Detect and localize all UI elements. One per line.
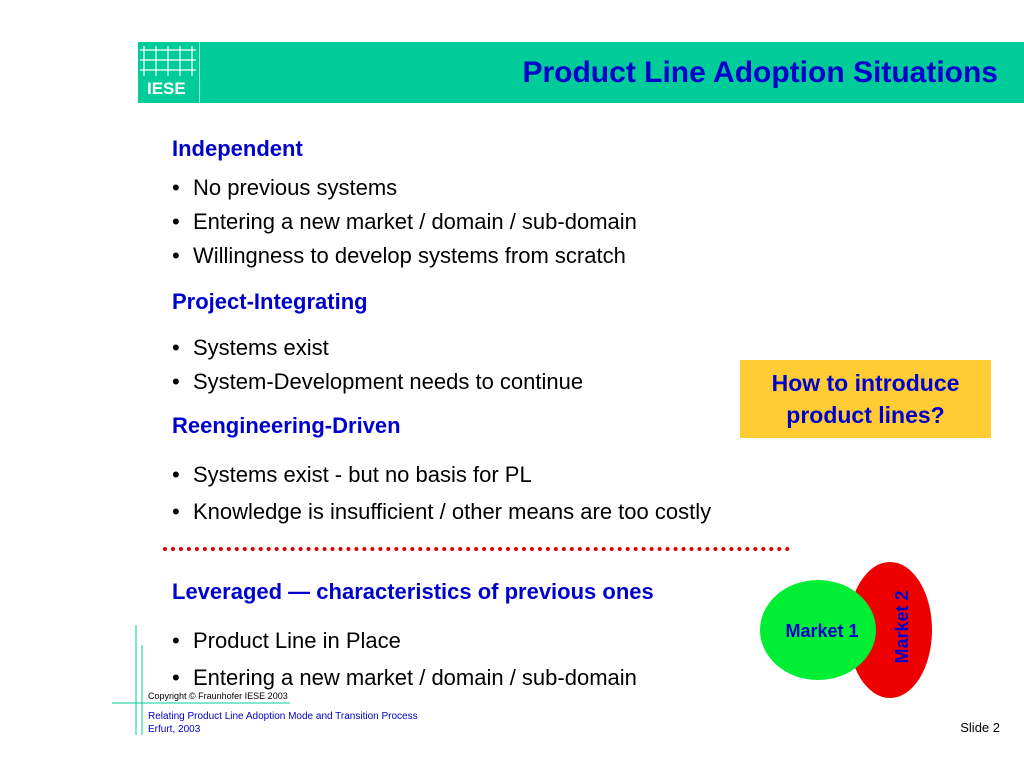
slide-title: Product Line Adoption Situations — [522, 56, 998, 89]
market-1-label: Market 1 — [785, 621, 858, 641]
list-item: •No previous systems — [172, 175, 398, 200]
footer-line-1: Relating Product Line Adoption Mode and … — [148, 711, 418, 722]
heading-reengineering-driven: Reengineering-Driven — [172, 413, 401, 438]
market-1-ellipse — [760, 580, 876, 680]
footer-lines — [112, 625, 290, 735]
footer-info: Relating Product Line Adoption Mode and … — [148, 710, 418, 736]
list-item: •Willingness to develop systems from scr… — [172, 243, 626, 268]
list-item: •Knowledge is insufficient / other means… — [172, 499, 712, 524]
market-2-ellipse — [848, 562, 932, 698]
slide-number: Slide 2 — [960, 720, 1000, 735]
list-item: •Product Line in Place — [172, 628, 401, 653]
list-item: •Entering a new market / domain / sub-do… — [172, 209, 637, 234]
list-item: •Entering a new market / domain / sub-do… — [172, 665, 637, 690]
list-item: •Systems exist - but no basis for PL — [172, 462, 532, 487]
iese-logo — [140, 42, 200, 103]
list-item: •System-Development needs to continue — [172, 369, 584, 394]
footer-line-2: Erfurt, 2003 — [148, 724, 201, 735]
heading-independent: Independent — [172, 136, 303, 161]
bullets-reengineering-driven: •Systems exist - but no basis for PL •Kn… — [172, 456, 711, 530]
copyright-text: Copyright © Fraunhofer IESE 2003 — [148, 691, 288, 701]
logo-text: IESE — [147, 79, 186, 98]
bullets-independent: •No previous systems •Entering a new mar… — [172, 171, 637, 273]
list-item: •Systems exist — [172, 335, 329, 360]
bullets-leveraged: •Product Line in Place •Entering a new m… — [172, 622, 637, 696]
dotted-separator — [163, 547, 790, 551]
market-venn-diagram: Market 1 Market 2 — [760, 562, 932, 698]
bullets-project-integrating: •Systems exist •System-Development needs… — [172, 331, 583, 399]
heading-leveraged: Leveraged — characteristics of previous … — [172, 579, 654, 604]
callout-question: How to introduce product lines? — [740, 360, 991, 438]
title-bar: IESE Product Line Adoption Situations — [138, 42, 1024, 103]
market-2-label: Market 2 — [892, 590, 912, 663]
heading-project-integrating: Project-Integrating — [172, 289, 368, 314]
